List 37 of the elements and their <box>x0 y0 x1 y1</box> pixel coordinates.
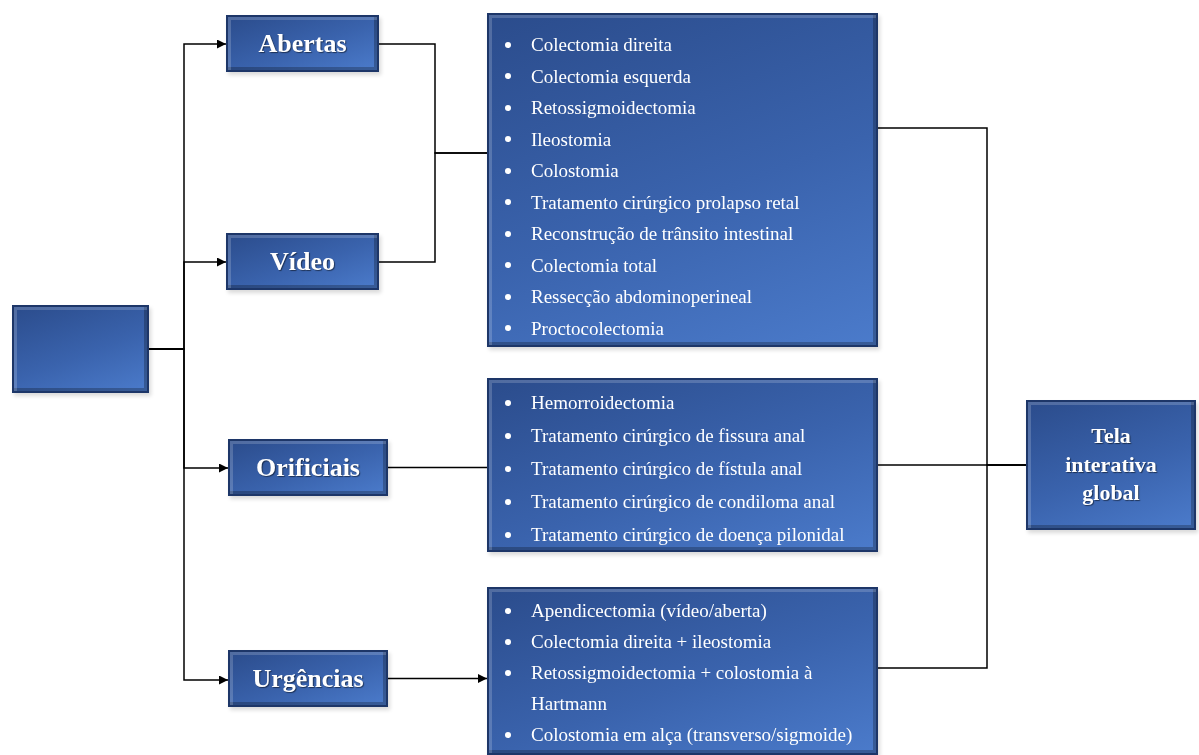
list-item: Colectomia direita <box>531 34 672 55</box>
list-item: Apendicectomia (vídeo/aberta) <box>531 600 767 621</box>
category-box <box>228 650 388 707</box>
list-item: Proctocolectomia <box>531 317 664 339</box>
list-item: Ressecção abdominoperineal <box>531 286 753 307</box>
connector-line <box>378 152 488 263</box>
list-item: Tratamento cirúrgico de doença pilonidal <box>531 524 845 545</box>
list-item: Tratamento cirúrgico prolapso retal <box>531 191 800 213</box>
category-box <box>226 15 379 72</box>
node-label: Abertas <box>258 27 347 60</box>
list-item: Colectomia direita + ileostomia <box>531 631 772 652</box>
list-item: Colostomia em alça (transverso/sigmoide) <box>531 724 853 745</box>
list-item: Retossigmoidectomia + colostomia à Hartmann <box>531 662 813 714</box>
connector-line <box>387 466 488 469</box>
list-item: Tratamento cirúrgico de condiloma anal <box>531 491 835 512</box>
list-box <box>487 587 878 755</box>
node-label: Orificiais <box>256 451 360 484</box>
list-item: Colectomia esquerda <box>531 65 691 87</box>
list-item: Colostomia <box>531 160 619 181</box>
list-box <box>487 13 878 347</box>
list-item: Ileostomia <box>531 128 612 150</box>
category-box <box>228 439 388 496</box>
list-item: Reconstrução de trânsito intestinal <box>531 223 794 244</box>
category-box <box>226 233 379 290</box>
list-item: Hemorroidectomia <box>531 392 675 413</box>
node-label: Tela interativa global <box>1064 422 1158 508</box>
connector-line <box>877 464 1027 669</box>
category-box <box>1026 400 1196 530</box>
node-label: Vídeo <box>270 245 335 278</box>
list-item: Tratamento cirúrgico de fissura anal <box>531 425 806 446</box>
arrow <box>387 674 488 683</box>
list-item: Tratamento cirúrgico de fístula anal <box>531 458 803 479</box>
list-box <box>487 378 878 552</box>
box-shape <box>12 305 149 393</box>
list-item: Retossigmoidectomia <box>531 97 696 118</box>
list-item: Colectomia total <box>531 254 658 276</box>
node-label: Urgências <box>252 662 364 695</box>
